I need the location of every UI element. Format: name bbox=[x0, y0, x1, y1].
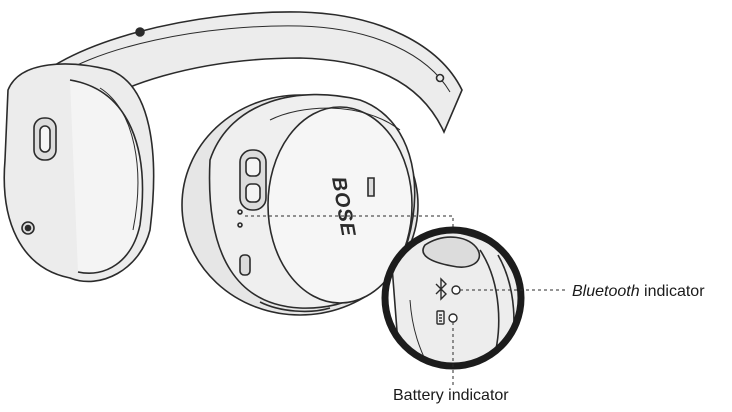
zoom-inset bbox=[385, 230, 530, 370]
bluetooth-indicator-light bbox=[452, 286, 460, 294]
battery-indicator-light bbox=[449, 314, 457, 322]
bluetooth-indicator-label: Bluetooth indicator bbox=[572, 283, 705, 301]
right-earcup bbox=[182, 95, 418, 315]
left-earcup bbox=[4, 64, 153, 281]
battery-indicator-label: Battery indicator bbox=[393, 387, 509, 405]
